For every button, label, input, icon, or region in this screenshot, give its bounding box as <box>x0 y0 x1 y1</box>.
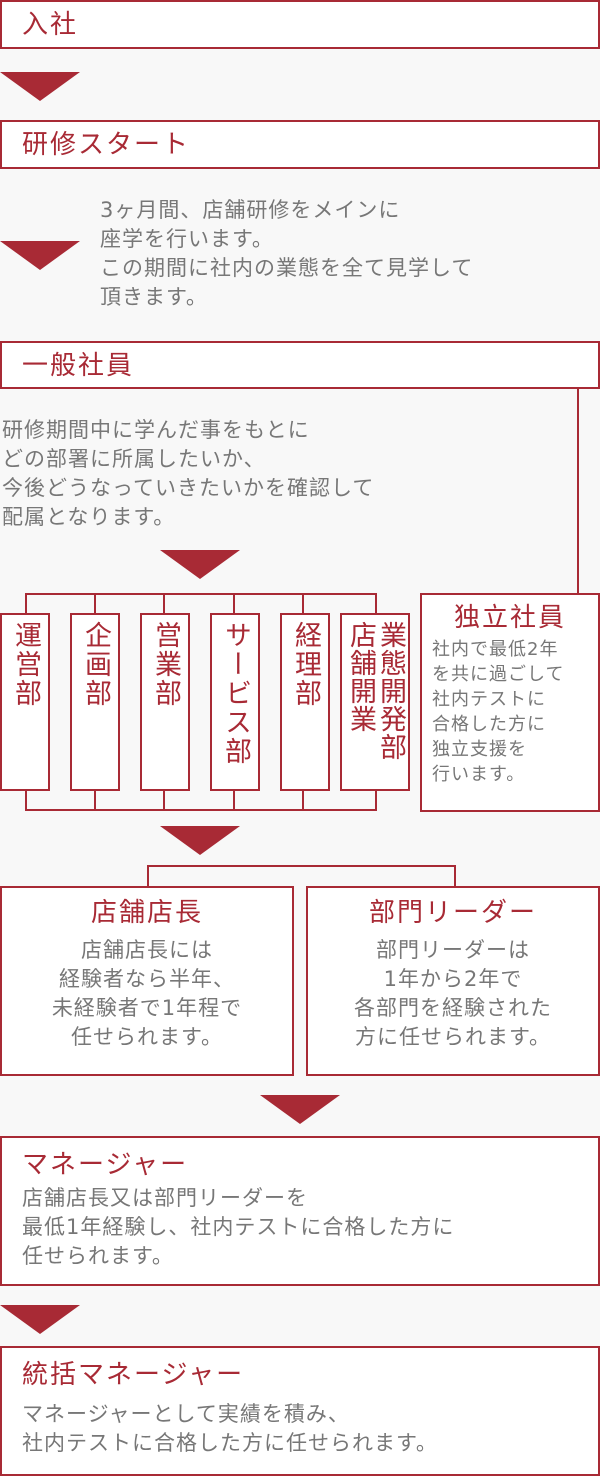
dept-label: サービス部 <box>220 621 251 766</box>
down-arrow-icon <box>160 826 240 855</box>
step-title: 独立社員 <box>453 603 566 633</box>
step-title: 一般社員 <box>22 351 135 381</box>
connector-line <box>25 790 27 811</box>
connector-line <box>25 593 377 595</box>
connector-line <box>577 389 579 594</box>
dept-label: 業態開発部 <box>375 621 406 761</box>
step-training: 研修スタート <box>0 120 600 169</box>
text-line: 社内テストに合格した方に任せられます。 <box>22 1431 438 1455</box>
connector-line <box>375 593 377 614</box>
step-general: 一般社員 <box>0 341 600 389</box>
text-line: 行います。 <box>432 764 526 785</box>
down-arrow-icon <box>0 72 80 101</box>
dept-leader-description: 部門リーダーは 1年から2年で 各部門を経験された 方に任せられます。 <box>314 936 592 1052</box>
down-arrow-icon <box>0 241 80 270</box>
dept-operations: 運営部 <box>0 613 50 791</box>
connector-line <box>25 593 27 614</box>
step-manager: マネージャー 店舗店長又は部門リーダーを 最低1年経験し、社内テストに合格した方… <box>0 1136 600 1286</box>
store-manager-description: 店舗店長には 経験者なら半年、 未経験者で1年程で 任せられます。 <box>8 936 286 1052</box>
dept-label: 店舗開業 <box>345 621 376 733</box>
connector-line <box>163 593 165 614</box>
connector-line <box>94 790 96 811</box>
connector-line <box>302 790 304 811</box>
connector-line <box>147 865 149 887</box>
dept-service: サービス部 <box>210 613 260 791</box>
general-description: 研修期間中に学んだ事をもとに どの部署に所属したいか、 今後どうなっていきたいか… <box>2 416 374 532</box>
connector-line <box>233 790 235 811</box>
step-title: 研修スタート <box>22 130 191 160</box>
step-title: 店舗店長 <box>90 898 203 928</box>
text-line: 任せられます。 <box>22 1244 174 1268</box>
text-line: どの部署に所属したいか、 <box>2 447 266 471</box>
text-line: 3ヶ月間、店舗研修をメインに <box>100 198 401 222</box>
text-line: 各部門を経験された <box>354 996 552 1020</box>
text-line: 今後どうなっていきたいかを確認して <box>2 476 375 500</box>
text-line: 座学を行います。 <box>100 227 274 251</box>
dept-label: 経理部 <box>290 621 321 708</box>
text-line: 頂きます。 <box>100 285 208 309</box>
connector-line <box>302 593 304 614</box>
step-title: 部門リーダー <box>368 898 537 928</box>
manager-description: 店舗店長又は部門リーダーを 最低1年経験し、社内テストに合格した方に 任せられま… <box>22 1184 578 1271</box>
dept-business-development: 業態開発部 店舗開業 <box>340 613 410 791</box>
connector-line <box>233 593 235 614</box>
text-line: 未経験者で1年程で <box>51 996 243 1020</box>
general-manager-description: マネージャーとして実績を積み、 社内テストに合格した方に任せられます。 <box>22 1400 578 1458</box>
training-description: 3ヶ月間、店舗研修をメインに 座学を行います。 この期間に社内の業態を全て見学し… <box>100 196 473 312</box>
independent-description: 社内で最低2年 を共に過ごして 社内テストに 合格した方に 独立支援を 行います… <box>432 637 588 787</box>
dept-sales: 営業部 <box>140 613 190 791</box>
down-arrow-icon <box>160 550 240 579</box>
text-line: 1年から2年で <box>383 967 523 991</box>
step-title: 統括マネージャー <box>22 1360 245 1390</box>
text-line: 研修期間中に学んだ事をもとに <box>2 418 310 442</box>
connector-line <box>454 865 456 887</box>
text-line: 配属となります。 <box>2 505 176 529</box>
step-join: 入社 <box>0 0 600 49</box>
step-general-manager: 統括マネージャー マネージャーとして実績を積み、 社内テストに合格した方に任せら… <box>0 1346 600 1476</box>
down-arrow-icon <box>0 1305 80 1334</box>
text-line: を共に過ごして <box>432 664 565 685</box>
connector-line <box>147 865 456 867</box>
text-line: 任せられます。 <box>71 1025 223 1049</box>
text-line: 合格した方に <box>432 714 546 735</box>
step-title: マネージャー <box>22 1150 189 1180</box>
text-line: 経験者なら半年、 <box>59 967 235 991</box>
text-line: 店舗店長又は部門リーダーを <box>22 1186 308 1210</box>
text-line: マネージャーとして実績を積み、 <box>22 1402 350 1426</box>
dept-accounting: 経理部 <box>280 613 330 791</box>
connector-line <box>163 790 165 811</box>
connector-line <box>94 593 96 614</box>
text-line: 最低1年経験し、社内テストに合格した方に <box>22 1215 455 1239</box>
connector-line <box>25 809 377 811</box>
step-store-manager: 店舗店長 店舗店長には 経験者なら半年、 未経験者で1年程で 任せられます。 <box>0 886 294 1076</box>
text-line: 社内で最低2年 <box>432 639 559 660</box>
dept-label: 企画部 <box>80 621 111 708</box>
dept-label: 運営部 <box>10 621 41 708</box>
step-dept-leader: 部門リーダー 部門リーダーは 1年から2年で 各部門を経験された 方に任せられま… <box>306 886 600 1076</box>
text-line: この期間に社内の業態を全て見学して <box>100 256 474 280</box>
step-title: 入社 <box>22 10 79 40</box>
text-line: 店舗店長には <box>81 938 213 962</box>
text-line: 独立支援を <box>432 739 527 760</box>
down-arrow-icon <box>260 1095 340 1124</box>
dept-planning: 企画部 <box>70 613 120 791</box>
step-independent: 独立社員 社内で最低2年 を共に過ごして 社内テストに 合格した方に 独立支援を… <box>420 593 600 812</box>
text-line: 社内テストに <box>432 689 546 710</box>
dept-label: 営業部 <box>150 621 181 708</box>
connector-line <box>375 790 377 811</box>
text-line: 部門リーダーは <box>376 938 530 962</box>
text-line: 方に任せられます。 <box>355 1025 551 1049</box>
